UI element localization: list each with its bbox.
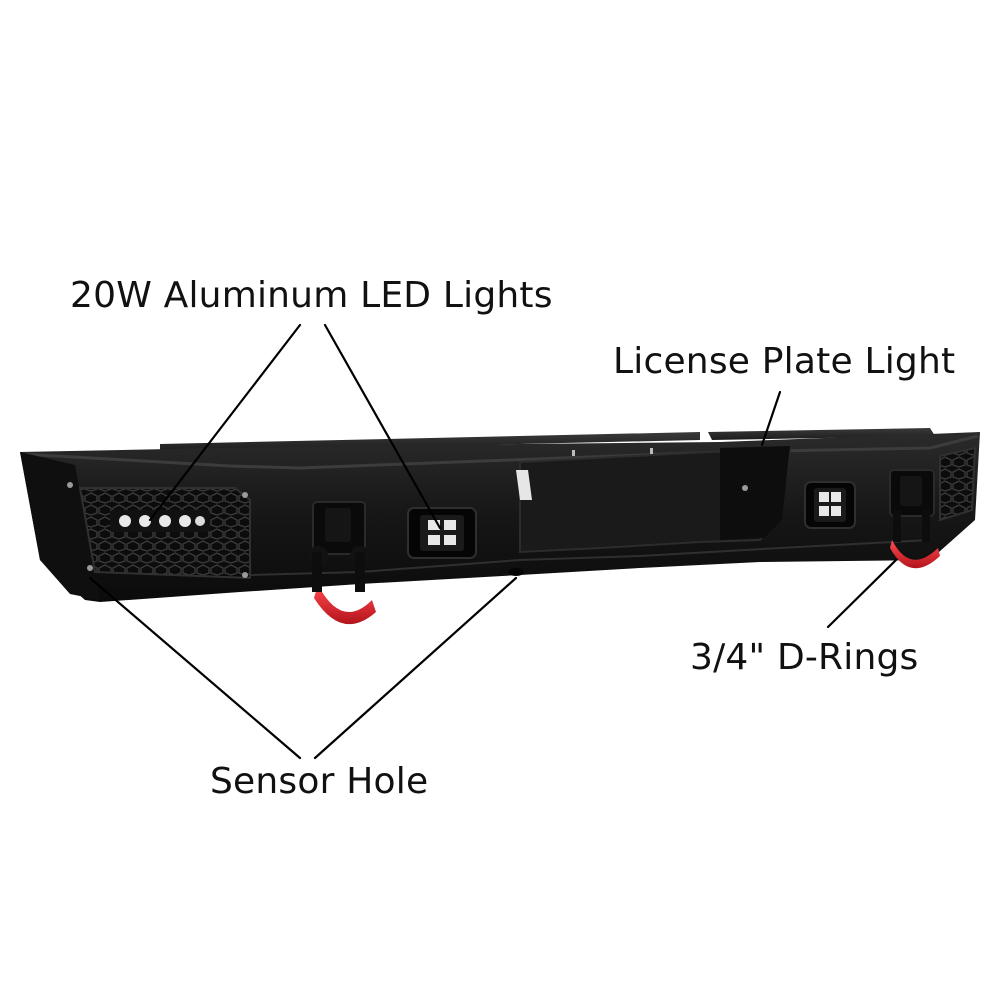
top-slot [650, 448, 653, 454]
led-pod-right [804, 481, 856, 529]
bolt [242, 572, 248, 578]
leader-license-plate [760, 390, 782, 447]
d-rings-label: 3/4" D-Rings [690, 637, 919, 678]
leader-d-ring [826, 558, 898, 629]
leader-sensor-center [313, 576, 518, 760]
license-plate-light-label: License Plate Light [613, 341, 956, 382]
bolt [742, 485, 748, 491]
d-ring-right [889, 469, 940, 569]
license-plate-pocket [720, 446, 790, 540]
bolt [242, 492, 248, 498]
bolt [87, 565, 93, 571]
top-slot [572, 450, 575, 456]
led-lights-label: 20W Aluminum LED Lights [70, 275, 553, 316]
bolt [67, 482, 73, 488]
left-end-cap [20, 452, 100, 600]
right-mesh-panel [939, 446, 977, 522]
leader-sensor-left [88, 576, 302, 760]
led-pod-left [407, 507, 477, 559]
leader-lines [88, 323, 898, 760]
d-ring-left [308, 501, 376, 625]
bumper-ridge [21, 434, 979, 470]
sensor-hole-label: Sensor Hole [210, 761, 429, 802]
led-light-bar [110, 510, 210, 532]
leader-led-center [323, 323, 442, 530]
leader-led-left [148, 323, 302, 522]
sensor-hole [508, 568, 524, 576]
cutout-mark [516, 470, 532, 500]
